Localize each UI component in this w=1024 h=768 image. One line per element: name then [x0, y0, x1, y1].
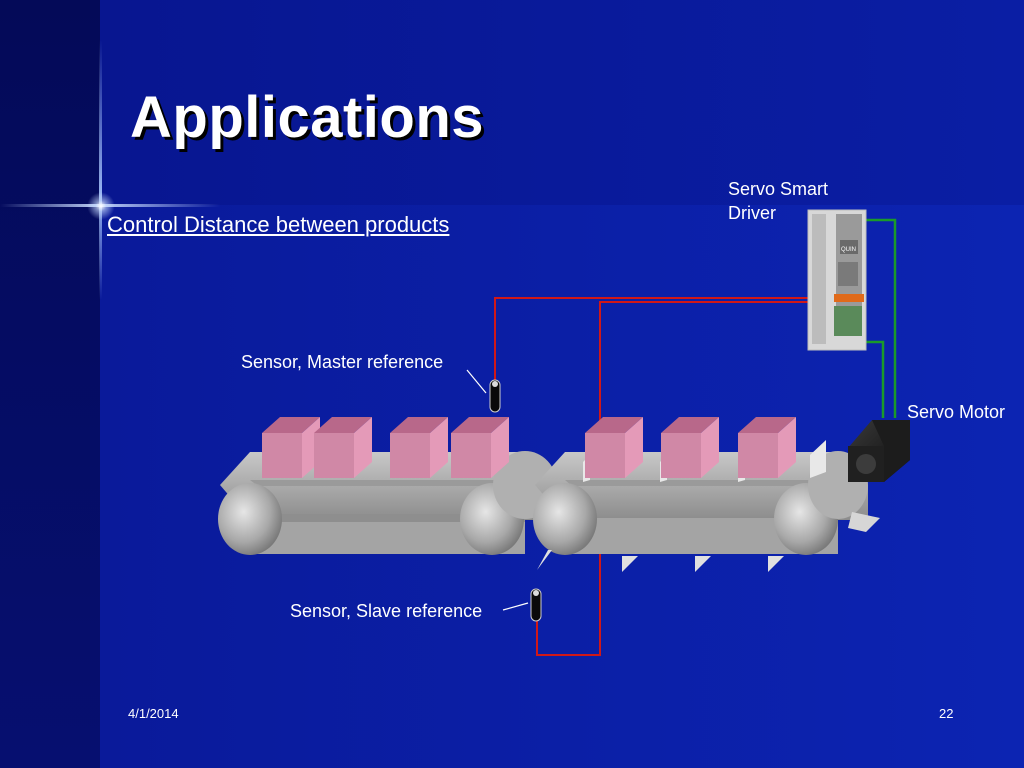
sensor-slave-label: Sensor, Slave reference: [290, 601, 483, 621]
wire-master-sensor: [494, 297, 808, 380]
sensor-slave: [530, 588, 542, 622]
product-box: [451, 417, 509, 478]
leader-slave: [502, 602, 529, 611]
roller: [218, 483, 282, 555]
slide-title: Applications: [130, 85, 485, 150]
slide-page-number: 22: [939, 706, 954, 721]
slide-date: 4/1/2014: [128, 706, 179, 721]
slide-subtitle: Control Distance between products: [107, 212, 450, 237]
servo-driver-label-line1: Servo Smart: [728, 179, 829, 199]
slide-header-band: [0, 0, 1024, 205]
product-box: [738, 417, 796, 478]
sensor-master: [489, 379, 501, 413]
driver-brand-text: QUIN: [841, 247, 856, 253]
decor-vertical-line: [99, 40, 102, 300]
product-box: [661, 417, 719, 478]
product-box: [390, 417, 448, 478]
product-box: [314, 417, 372, 478]
product-boxes: [262, 417, 796, 478]
roller: [533, 483, 597, 555]
product-box: [262, 417, 320, 478]
servo-motor: [848, 420, 910, 482]
wire-motor-power: [866, 218, 897, 418]
servo-motor-label: Servo Motor: [907, 402, 1006, 422]
leader-master: [466, 369, 487, 394]
servo-driver-label-line2: Driver: [728, 203, 776, 223]
wire-slave-sensor: [536, 301, 808, 656]
servo-driver-label: Servo Smart Driver: [728, 177, 828, 225]
servo-driver: QUIN: [807, 209, 867, 351]
slide-left-band: [0, 0, 100, 768]
product-box: [585, 417, 643, 478]
sensor-master-label: Sensor, Master reference: [241, 352, 444, 372]
decor-star-icon: [86, 191, 116, 221]
